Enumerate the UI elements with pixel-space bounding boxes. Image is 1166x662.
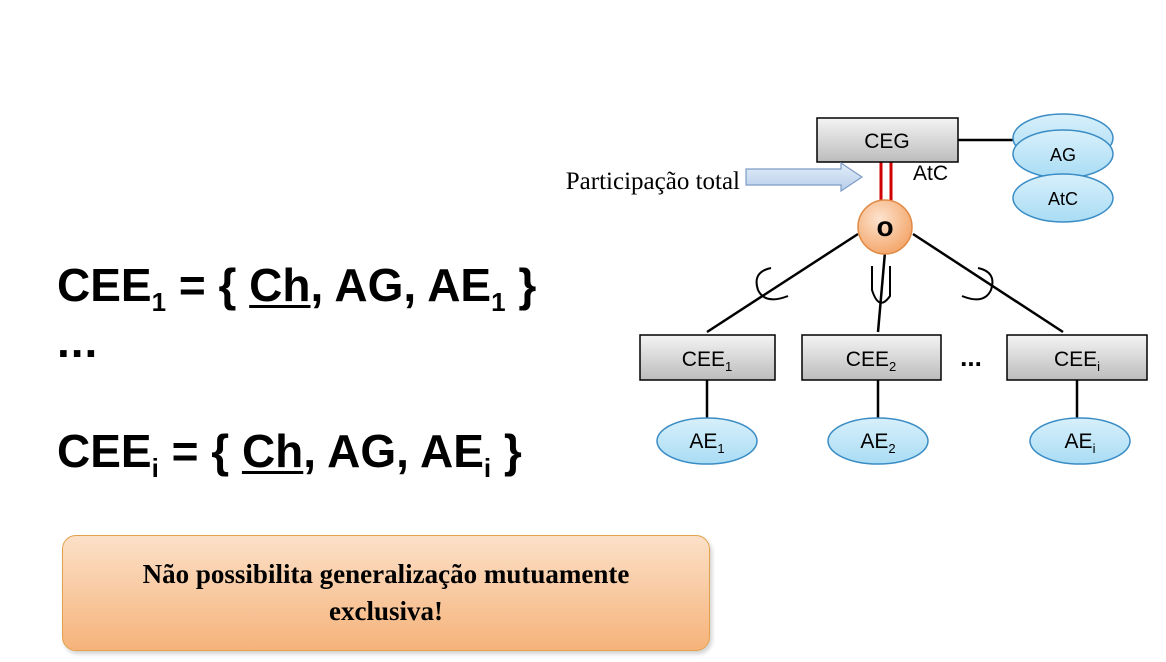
specialization-line-3: [912, 232, 1064, 334]
participation-arrow-icon: [745, 161, 864, 193]
subclass-box-i: [1006, 334, 1148, 381]
formula-key: Ch: [241, 425, 304, 477]
attribute-label-atc: AtC: [1048, 189, 1078, 209]
subclass-attribute-ellipse-2: [827, 417, 929, 465]
formula-lhs-subscript: 1: [151, 287, 167, 317]
subclass-attribute-label-2: AE2: [860, 430, 895, 456]
subclass-label-1: CEE1: [682, 348, 732, 374]
subset-symbol-2: [871, 266, 891, 304]
formula-close: }: [505, 259, 537, 311]
overlap-symbol: o: [876, 211, 893, 242]
callout-text: Não possibilita generalização mutuamente…: [142, 559, 630, 626]
subclass-attribute-ellipse-1: [656, 417, 758, 465]
formula-key: Ch: [249, 259, 311, 311]
formula-lhs: CEE: [57, 259, 152, 311]
formula-open: = {: [166, 259, 250, 311]
participation-label: Participação total: [566, 168, 740, 195]
formula-open: = {: [158, 425, 242, 477]
formula-lhs: CEE: [57, 425, 152, 477]
subset-symbol-1: [755, 267, 789, 301]
subclass-box-2: [801, 334, 942, 381]
subclass-attribute-label-1: AE1: [689, 430, 724, 456]
subclass-box-1: [639, 334, 776, 381]
subclass-attribute-label-i: AEi: [1065, 430, 1096, 456]
superclass-label: CEG: [864, 130, 910, 153]
subset-symbol-3: [961, 267, 994, 301]
attribute-ellipse-atc: [1012, 173, 1114, 223]
attribute-label-ag: AG: [1050, 145, 1076, 165]
formula-rest: , AG, AE: [303, 425, 484, 477]
subclass-formula-last: CEEi = { Ch, AG, AEi }: [57, 425, 522, 481]
superclass-box: [816, 117, 959, 163]
callout-box: Não possibilita generalização mutuamente…: [62, 535, 710, 651]
formula-ellipsis: ...: [57, 315, 99, 367]
subclass-label-i: CEEi: [1054, 348, 1100, 374]
formula-lhs-subscript: i: [151, 453, 159, 483]
subclass-label-2: CEE2: [846, 348, 896, 374]
discriminator-label: AtC: [913, 162, 948, 185]
subclass-ellipsis: ...: [960, 342, 982, 372]
overlap-circle: [857, 199, 913, 255]
formula-close: }: [491, 425, 522, 477]
formula-rest-subscript: 1: [491, 287, 506, 317]
subclass-formula-first: CEE1 = { Ch, AG, AE1 }: [57, 259, 537, 315]
subclass-attribute-ellipse-i: [1029, 417, 1131, 465]
formula-rest-subscript: i: [483, 453, 492, 483]
specialization-line-1: [706, 232, 859, 334]
formula-rest: , AG, AE: [310, 259, 492, 311]
specialization-line-2: [876, 251, 887, 333]
